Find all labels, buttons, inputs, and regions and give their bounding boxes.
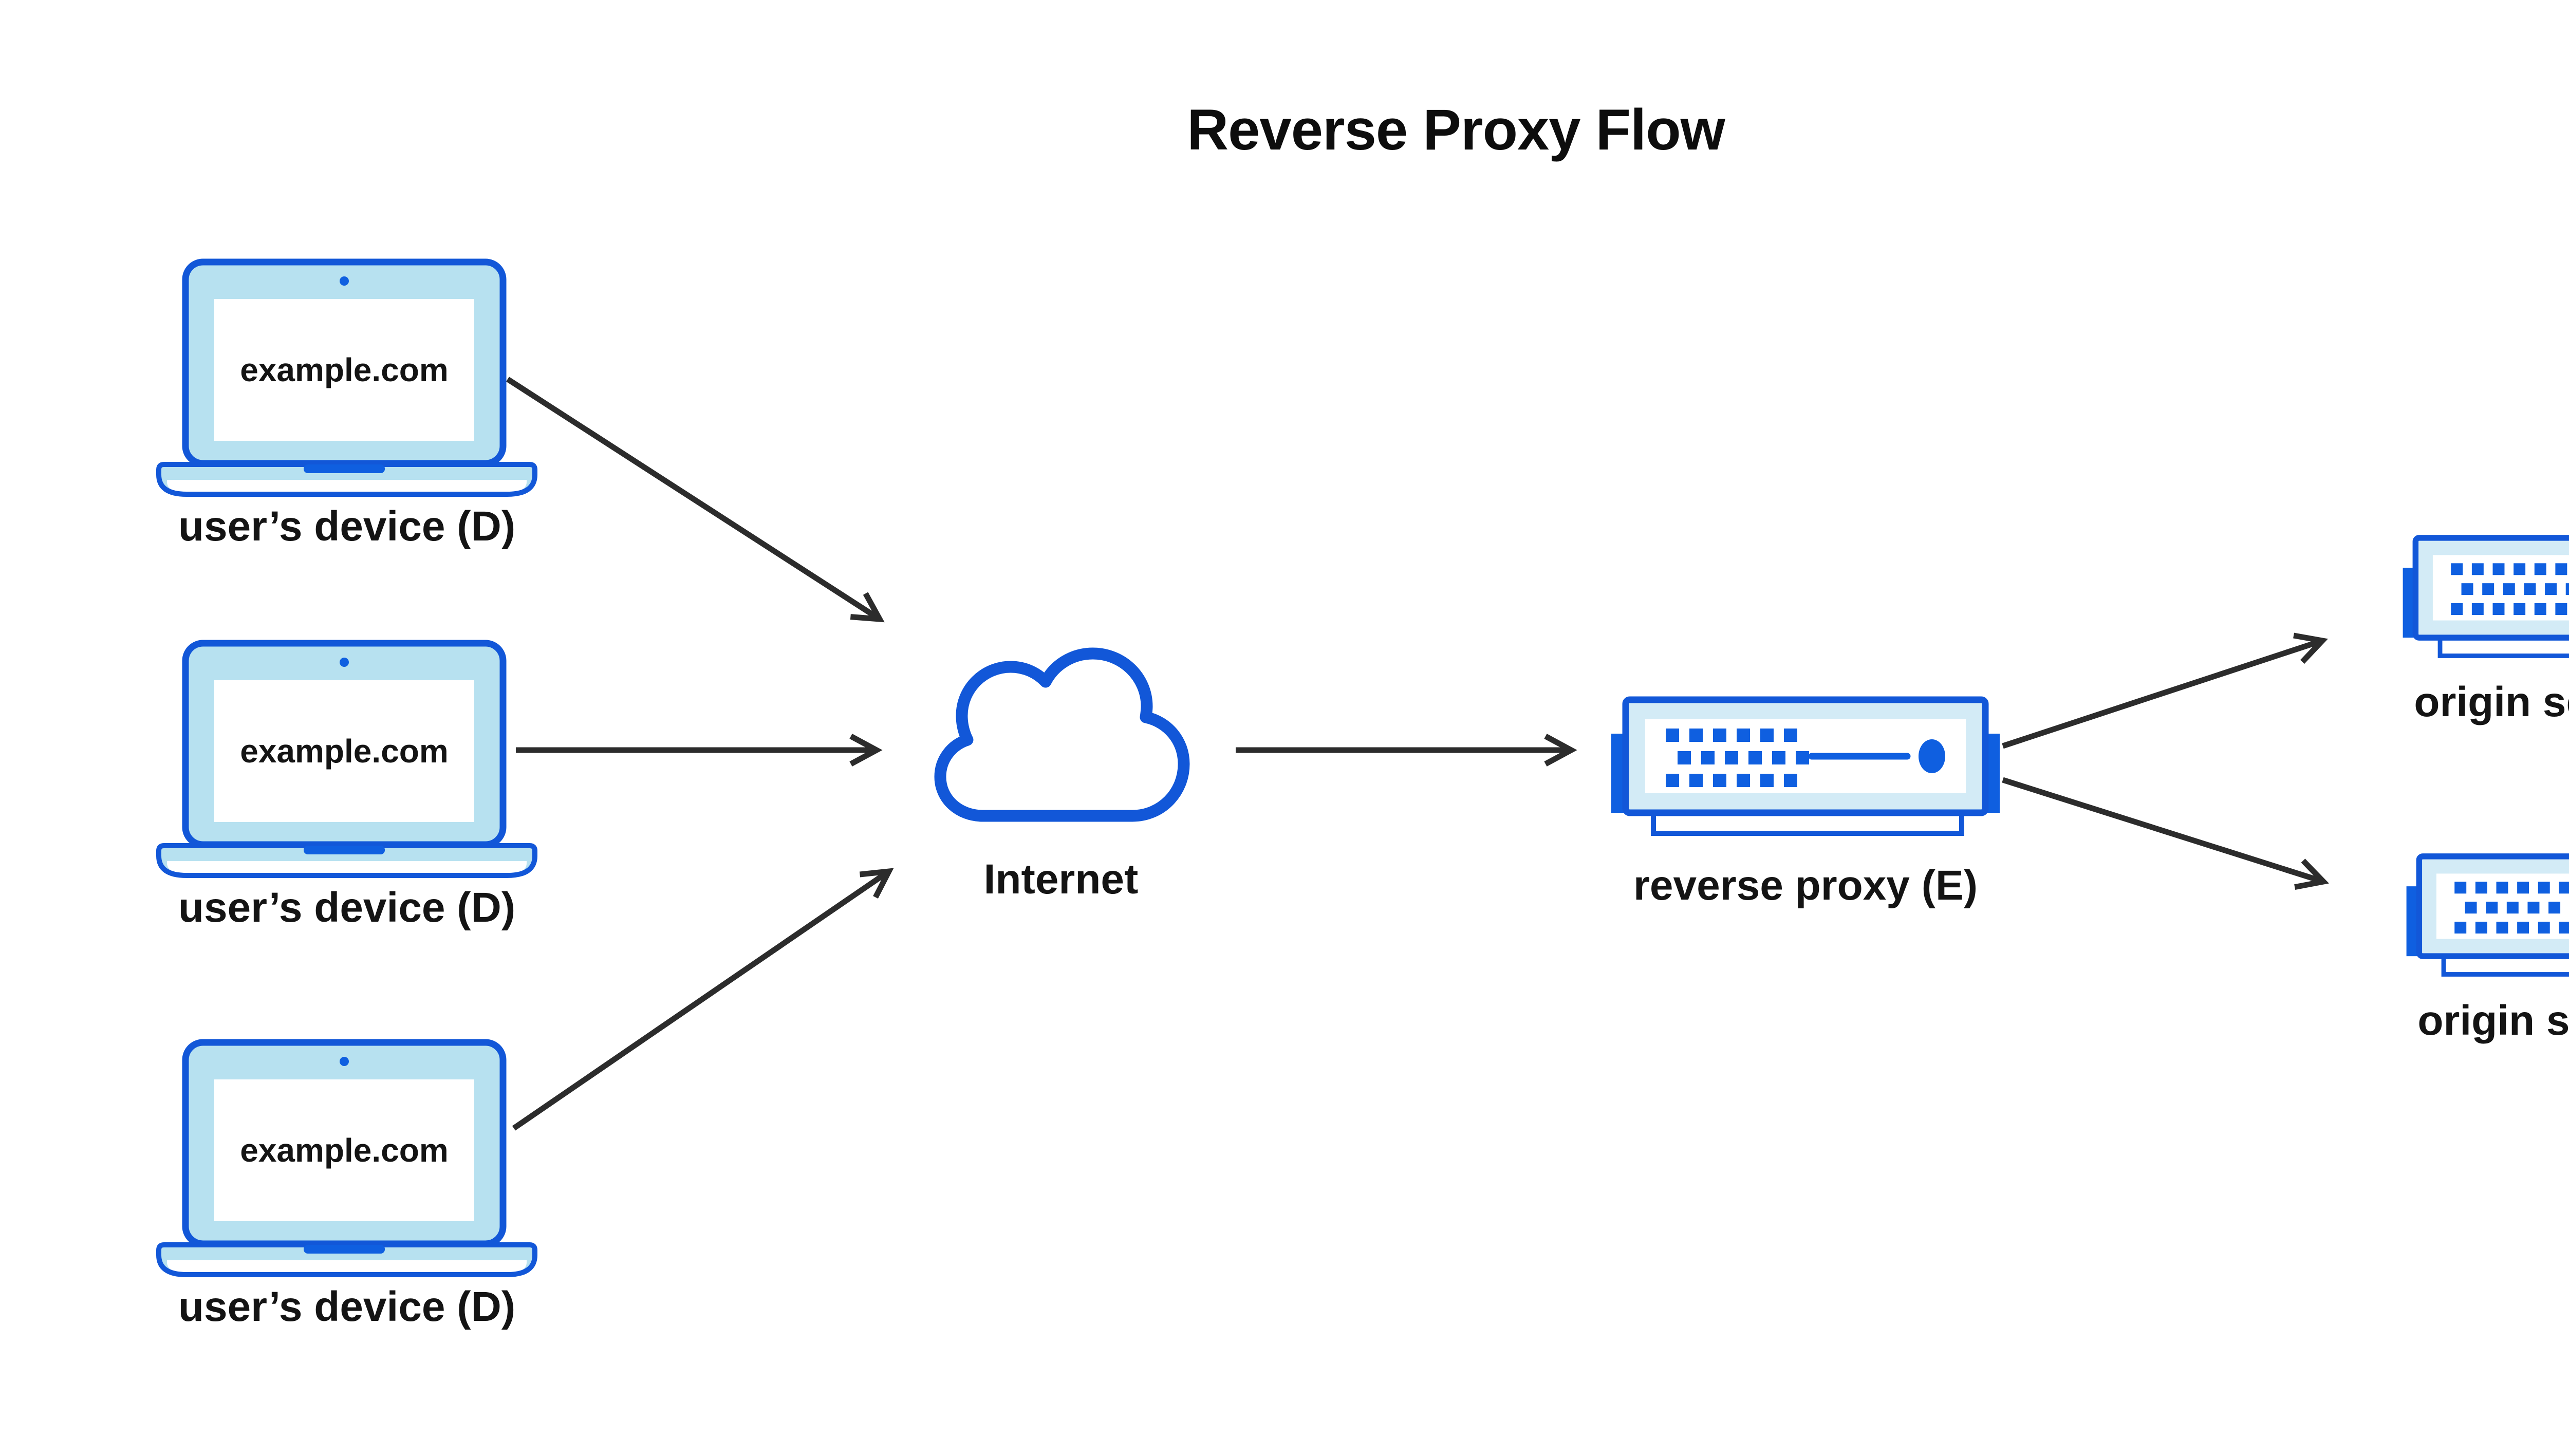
arrow-proxy-to-origin1 (2002, 632, 2328, 749)
arrow-proxy-to-origin2 (2002, 777, 2330, 890)
origin-server-1: origin server (F) (2380, 533, 2569, 739)
device-label: user’s device (D) (178, 884, 516, 931)
laptop-hinge-notch (304, 464, 385, 473)
origin-server-icon (2406, 853, 2569, 977)
server-vent-dots (2451, 563, 2569, 615)
internet-cloud-icon (934, 647, 1190, 822)
arrow-device3-to-internet (512, 868, 894, 1131)
origin-server-label: origin server (F) (2414, 679, 2569, 725)
device-screen-text: example.com (240, 351, 449, 388)
origin-server-label: origin server (F) (2417, 997, 2569, 1044)
server-vent-dots (1666, 729, 1809, 787)
user-device-1: example.com user’s device (D) (152, 257, 542, 586)
laptop-hinge-notch (304, 1245, 385, 1254)
webcam-dot-icon (340, 1057, 349, 1066)
laptop-icon (156, 1039, 537, 1277)
arrow-device1-to-internet (506, 377, 885, 623)
device-label: user’s device (D) (178, 1283, 516, 1330)
laptop-hinge-notch (304, 846, 385, 854)
reverse-proxy-node: reverse proxy (E) (1610, 695, 2001, 921)
origin-server-icon (2403, 535, 2569, 658)
webcam-dot-icon (340, 276, 349, 286)
laptop-icon (156, 258, 537, 497)
internet-node: Internet (909, 642, 1213, 909)
device-screen-text: example.com (240, 733, 449, 770)
internet-label: Internet (983, 856, 1139, 903)
laptop-icon (156, 640, 537, 878)
origin-server-2: origin server (F) (2384, 852, 2569, 1057)
server-vent-dots (2454, 882, 2569, 934)
device-label: user’s device (D) (178, 503, 516, 550)
webcam-dot-icon (340, 658, 349, 667)
device-screen-text: example.com (240, 1132, 449, 1169)
server-power-dot (1919, 739, 1945, 773)
reverse-proxy-server-icon (1611, 696, 2000, 836)
page-title: Reverse Proxy Flow (1187, 98, 1725, 162)
reverse-proxy-label: reverse proxy (E) (1633, 862, 1978, 909)
user-device-2: example.com user’s device (D) (152, 638, 542, 967)
user-device-3: example.com user’s device (D) (152, 1037, 542, 1366)
